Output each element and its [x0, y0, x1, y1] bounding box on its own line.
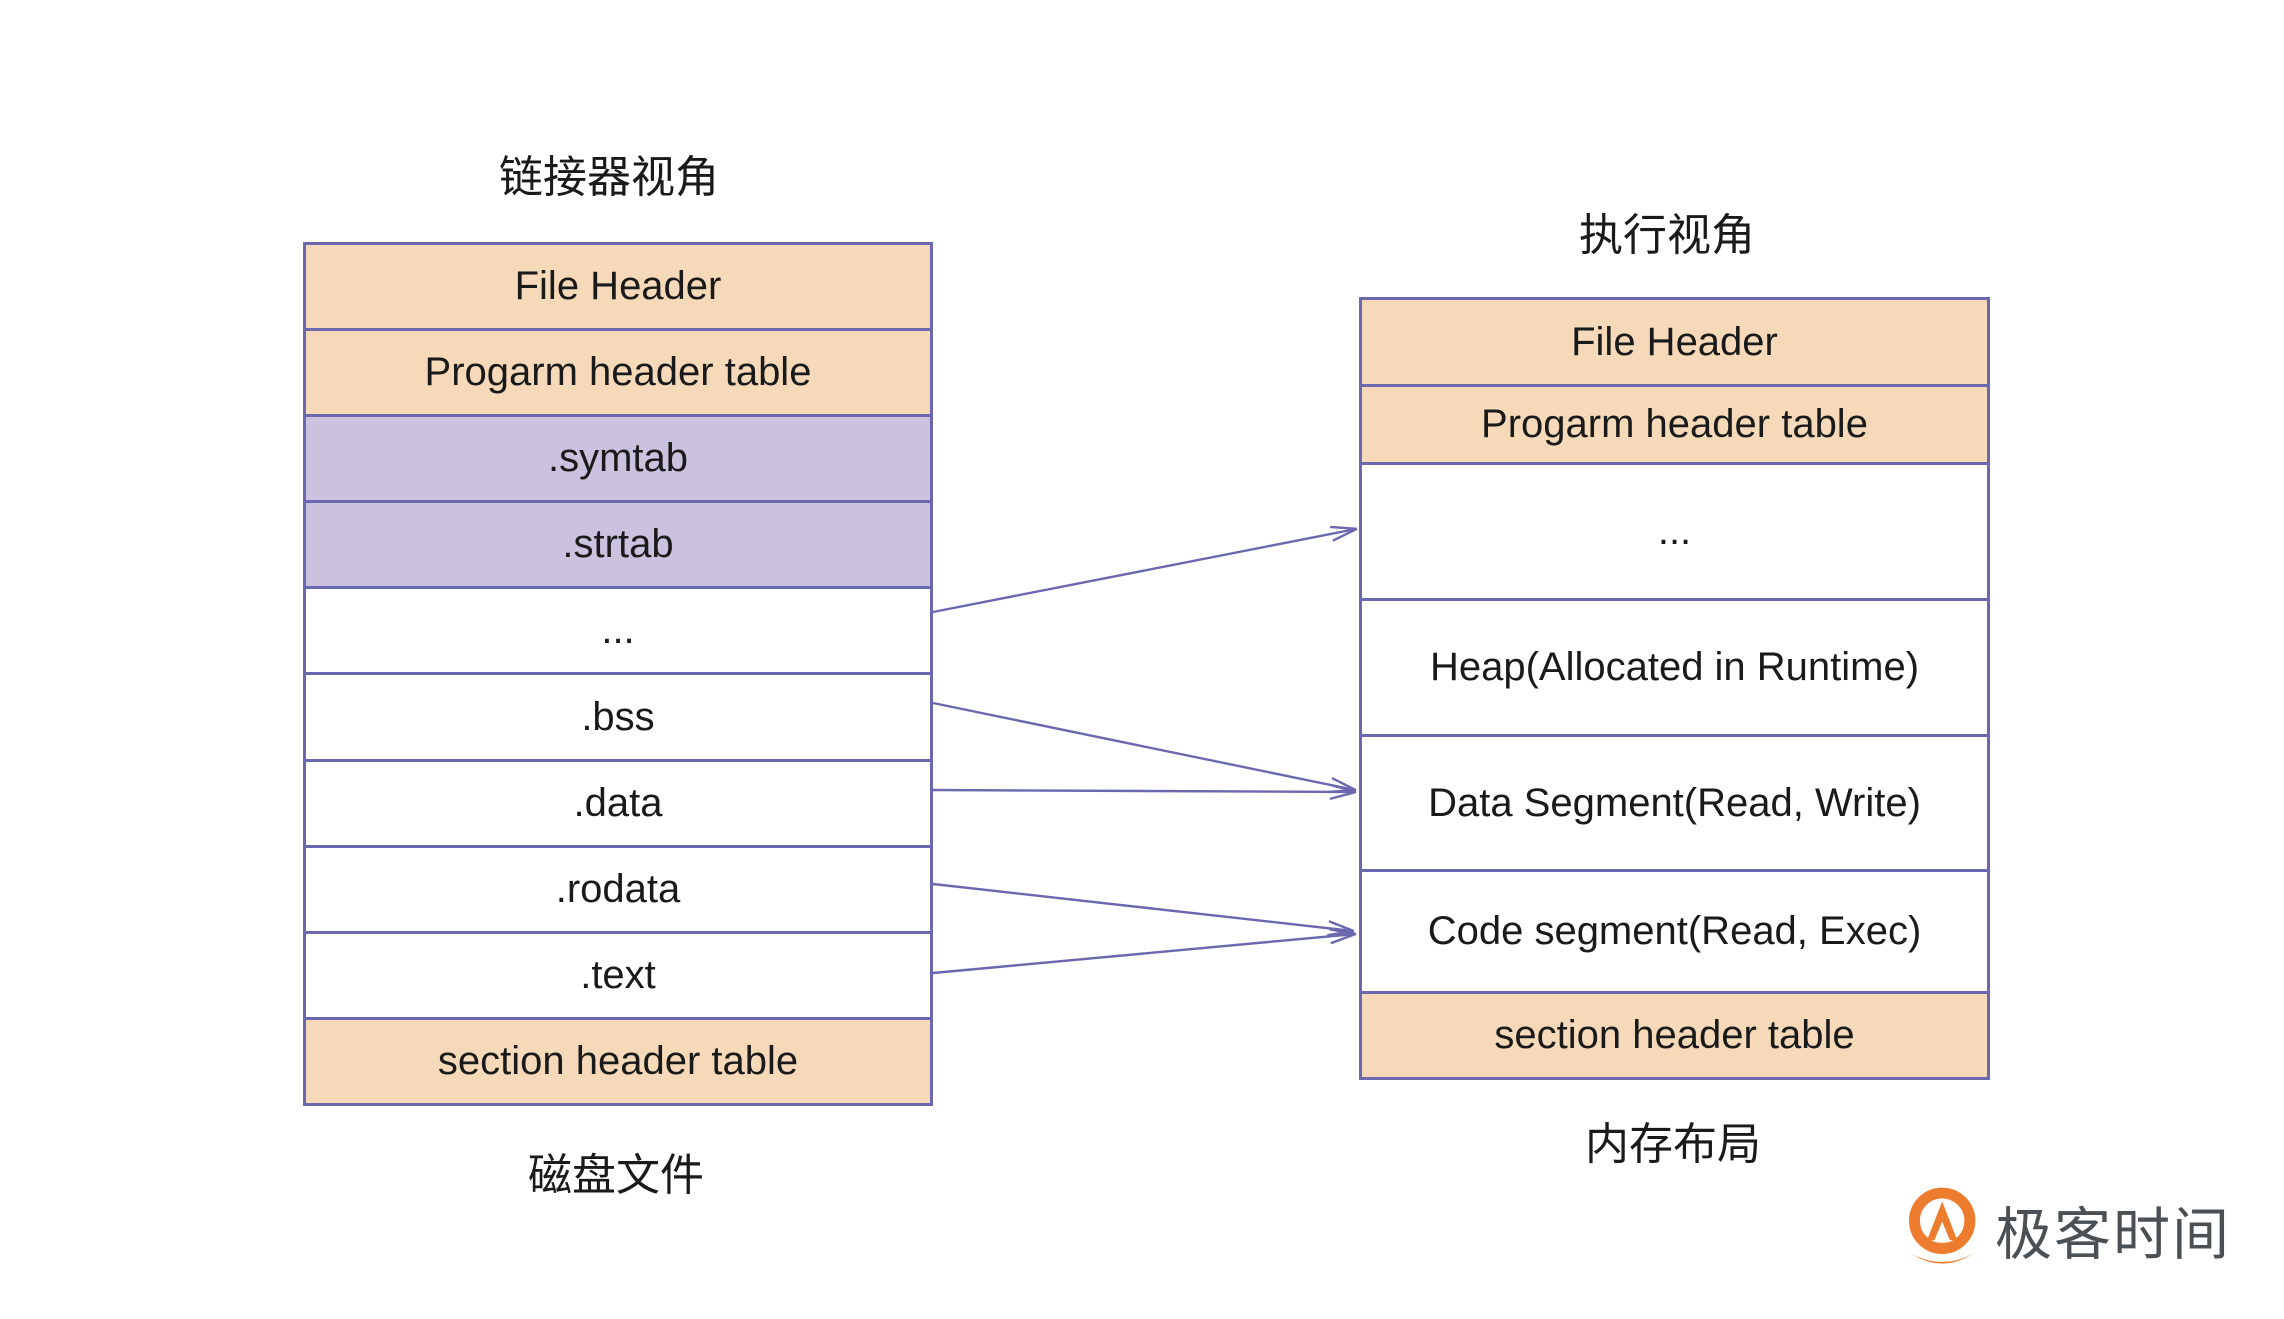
- geektime-logo-icon: [1908, 1187, 1976, 1264]
- arrow-dots-to-dots: [932, 525, 1358, 614]
- memory-row-section-header-table: section header table: [1362, 991, 1987, 1077]
- disk-row-progarm-header-table: Progarm header table: [306, 328, 930, 415]
- right-column-caption: 内存布局: [1585, 1120, 1761, 1169]
- arrow-text-to-code-segment-read-exec: [932, 928, 1357, 975]
- disk-row-rodata: .rodata: [306, 844, 930, 931]
- memory-row-code-segment-read-exec: Code segment(Read, Exec): [1362, 869, 1987, 991]
- arrow-rodata-to-code-segment-read-exec: [932, 882, 1355, 937]
- arrow-data-to-data-segment-read-write: [932, 783, 1357, 801]
- left-column-title: 链接器视角: [499, 153, 719, 202]
- memory-row-data-segment-read-write: Data Segment(Read, Write): [1362, 734, 1987, 869]
- geektime-logo: 极客时间: [1901, 1184, 2231, 1276]
- arrow-bss-to-data-segment-read-write: [932, 701, 1357, 794]
- memory-row-progarm-header-table: Progarm header table: [1362, 384, 1987, 462]
- disk-row-strtab: .strtab: [306, 500, 930, 587]
- geektime-logo-text: 极客时间: [1995, 1203, 2231, 1267]
- memory-row-dots: ...: [1362, 462, 1987, 598]
- disk-row-section-header-table: section header table: [306, 1016, 930, 1103]
- disk-row-bss: .bss: [306, 672, 930, 759]
- right-column-title: 执行视角: [1579, 211, 1755, 260]
- disk-row-file-header: File Header: [306, 245, 930, 329]
- memory-row-heap-allocated-in-runtime: Heap(Allocated in Runtime): [1362, 598, 1987, 734]
- disk-row-dots: ...: [306, 586, 930, 673]
- disk-row-symtab: .symtab: [306, 414, 930, 501]
- left-column-caption: 磁盘文件: [528, 1151, 704, 1200]
- disk-row-text: .text: [306, 930, 930, 1017]
- disk-row-data: .data: [306, 758, 930, 845]
- memory-row-file-header: File Header: [1362, 300, 1987, 384]
